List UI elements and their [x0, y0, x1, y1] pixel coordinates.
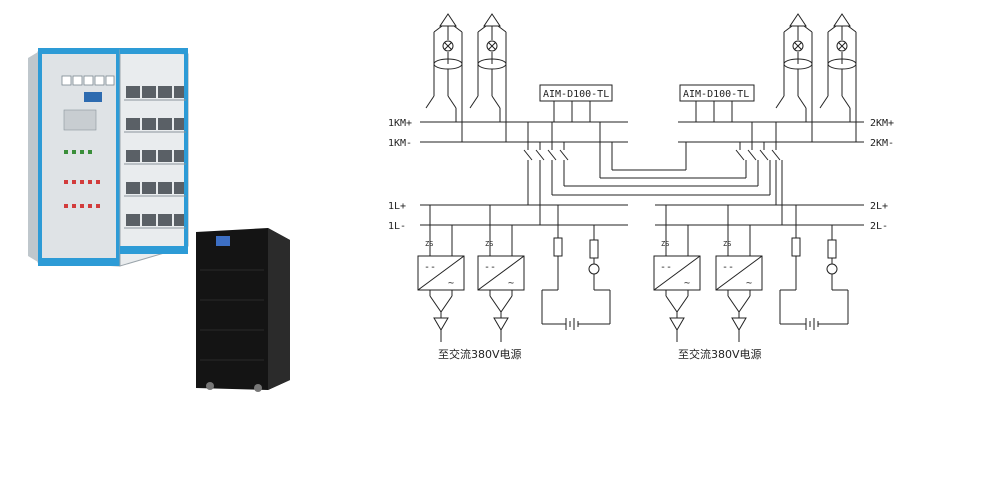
battery-branch-left [541, 205, 611, 330]
bus-label-2l-plus: 2L+ [870, 201, 888, 212]
rectifier-module: -- ~ [477, 255, 525, 291]
diode-label: ZS [425, 240, 433, 248]
aim-device-right: AIM-D100-TL [679, 84, 755, 122]
ac-symbol: ~ [508, 278, 514, 289]
ac-symbol: ~ [684, 278, 690, 289]
rectifier-group-right: ZS ZS -- ~ -- ~ [653, 205, 849, 361]
ac-source-label-right: 至交流380V电源 [678, 347, 762, 361]
diode-label: ZS [661, 240, 669, 248]
rectifier-group-left: ZS ZS -- ~ -- ~ [417, 205, 611, 361]
bus-tie-wiring [523, 122, 783, 225]
aim-device-left: AIM-D100-TL [539, 84, 613, 122]
bus-label-1l-minus: 1L- [388, 221, 406, 232]
rectifier-module: -- ~ [715, 255, 763, 291]
rectifier-module: -- ~ [653, 255, 701, 291]
bus-label-1km-plus: 1KM+ [388, 118, 412, 129]
l-buses [420, 204, 864, 226]
rectifier-module: -- ~ [417, 255, 465, 291]
ac-symbol: ~ [746, 278, 752, 289]
load-branch-2 [469, 13, 507, 142]
dc-symbol: -- [484, 262, 496, 273]
dc-symbol: -- [424, 262, 436, 273]
dc-symbol: -- [722, 262, 734, 273]
diode-label: ZS [485, 240, 493, 248]
load-branch-1 [425, 13, 463, 142]
bus-label-2km-minus: 2KM- [870, 138, 894, 149]
dc-symbol: -- [660, 262, 672, 273]
ac-source-label-left: 至交流380V电源 [438, 347, 522, 361]
bus-label-1l-plus: 1L+ [388, 201, 406, 212]
wiring-diagram: 1KM+ 1KM- 2KM+ 2KM- 1L+ 1L- 2L+ 2L- AIM-… [388, 13, 894, 361]
ups-tower-unit [196, 228, 290, 392]
ac-symbol: ~ [448, 278, 454, 289]
diode-label: ZS [723, 240, 731, 248]
dc-power-panel-cabinet [28, 48, 189, 267]
load-branch-4 [819, 13, 857, 142]
bus-label-1km-minus: 1KM- [388, 138, 412, 149]
bus-label-2km-plus: 2KM+ [870, 118, 894, 129]
aim-device-right-label: AIM-D100-TL [683, 89, 749, 100]
battery-branch-right [779, 205, 849, 330]
load-branch-3 [775, 13, 813, 142]
km-buses [420, 121, 864, 143]
bus-label-2l-minus: 2L- [870, 221, 888, 232]
aim-device-left-label: AIM-D100-TL [543, 89, 609, 100]
